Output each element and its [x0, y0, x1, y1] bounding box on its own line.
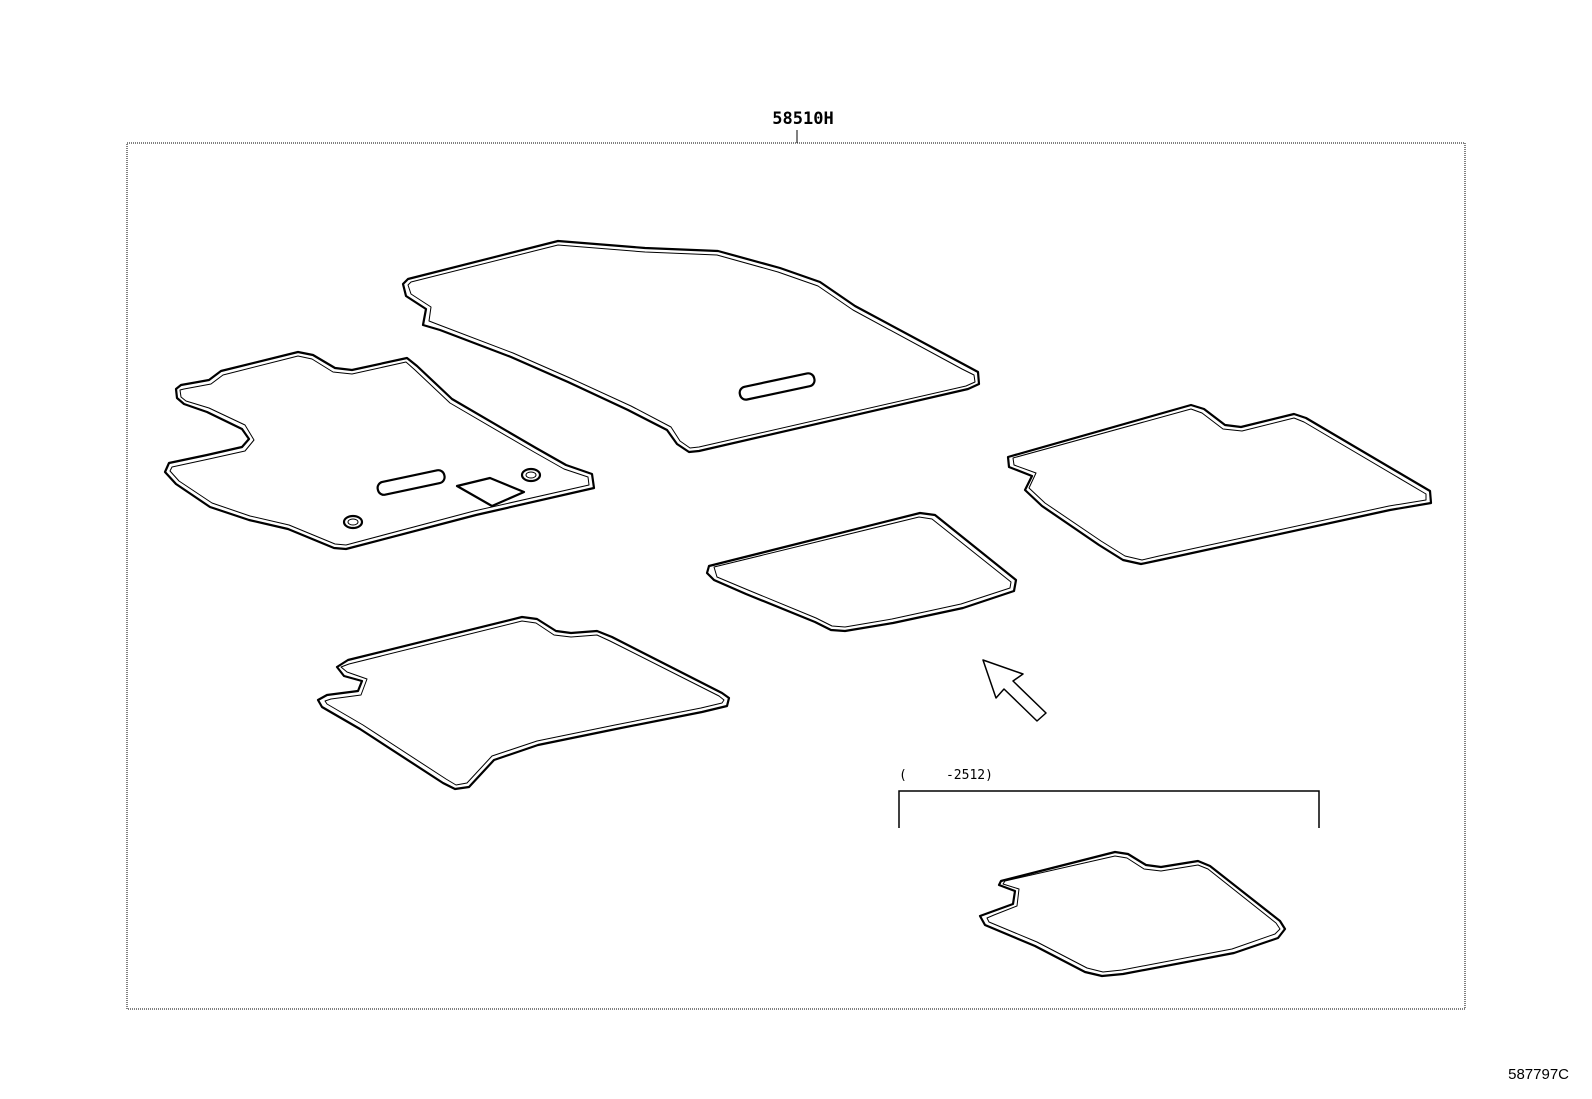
center-floor-mat	[705, 511, 1018, 633]
part-number-label: 58510H	[772, 109, 833, 129]
assembly-frame	[126, 142, 1466, 1010]
rear-right-floor-mat	[1006, 403, 1433, 566]
date-range-note: ( -2512)	[899, 768, 993, 783]
illustration-reference-code: 587797C	[1508, 1066, 1569, 1083]
date-range-bracket	[898, 790, 1320, 828]
front-passenger-floor-mat	[401, 239, 981, 454]
view-direction-arrow	[982, 659, 1047, 722]
rear-left-floor-mat	[316, 615, 731, 791]
optional-floor-mat	[978, 850, 1287, 978]
driver-floor-mat	[163, 350, 596, 551]
